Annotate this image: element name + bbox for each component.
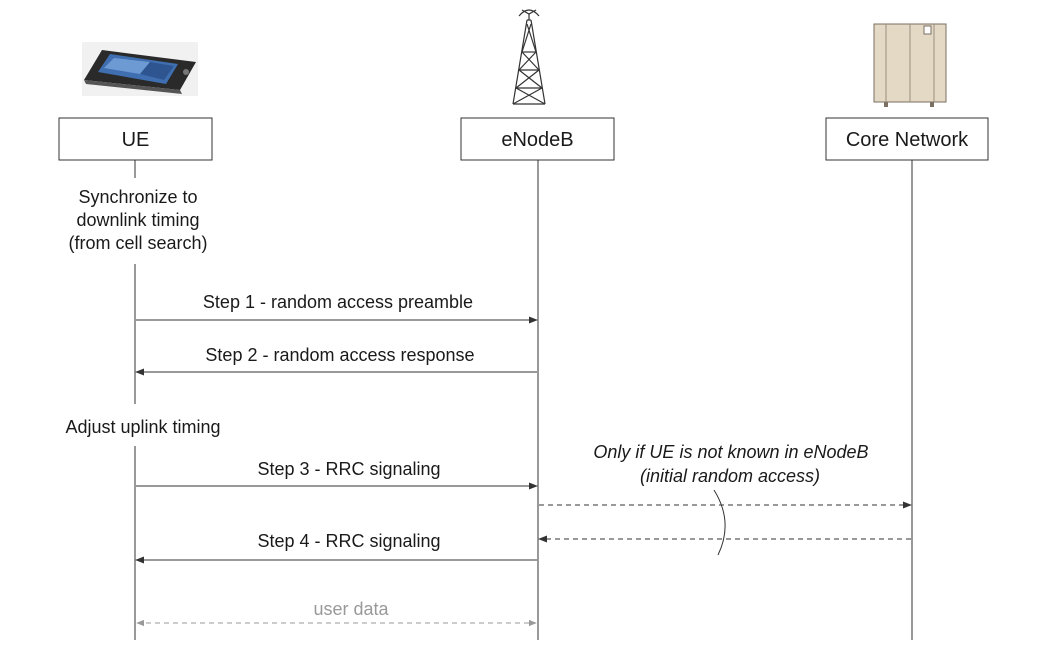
step4-message: Step 4 - RRC signaling: [135, 531, 537, 564]
server-cabinet-icon: [873, 23, 947, 107]
conditional-note-line-1: Only if UE is not known in eNodeB: [593, 442, 868, 462]
step3-label: Step 3 - RRC signaling: [257, 459, 440, 479]
user-data-message: user data: [136, 599, 537, 627]
step1-label: Step 1 - random access preamble: [203, 292, 473, 312]
core-network-entity: Core Network: [825, 117, 989, 161]
ue-label: UE: [122, 129, 150, 151]
sync-note-line-2: downlink timing: [76, 210, 199, 230]
step3-message: Step 3 - RRC signaling: [136, 459, 538, 490]
mobile-phone-icon: [82, 42, 198, 96]
user-data-label: user data: [313, 599, 389, 619]
core-network-label: Core Network: [846, 129, 969, 151]
sync-note-line-3: (from cell search): [68, 233, 207, 253]
conditional-note: Only if UE is not known in eNodeB (initi…: [593, 442, 868, 486]
sync-note: Synchronize to downlink timing (from cel…: [68, 187, 207, 253]
ue-entity: UE: [58, 117, 213, 161]
step2-label: Step 2 - random access response: [205, 345, 474, 365]
step4-label: Step 4 - RRC signaling: [257, 531, 440, 551]
radio-tower-icon: [512, 9, 546, 105]
core-network-exchange: [538, 489, 912, 556]
sync-note-line-1: Synchronize to: [78, 187, 197, 207]
adjust-uplink-note: Adjust uplink timing: [65, 417, 220, 437]
exchange-brace: [713, 489, 726, 556]
conditional-note-line-2: (initial random access): [640, 466, 820, 486]
enodeb-entity: eNodeB: [460, 117, 615, 161]
enodeb-label: eNodeB: [501, 129, 573, 151]
step1-message: Step 1 - random access preamble: [136, 292, 538, 324]
step2-message: Step 2 - random access response: [135, 345, 537, 376]
